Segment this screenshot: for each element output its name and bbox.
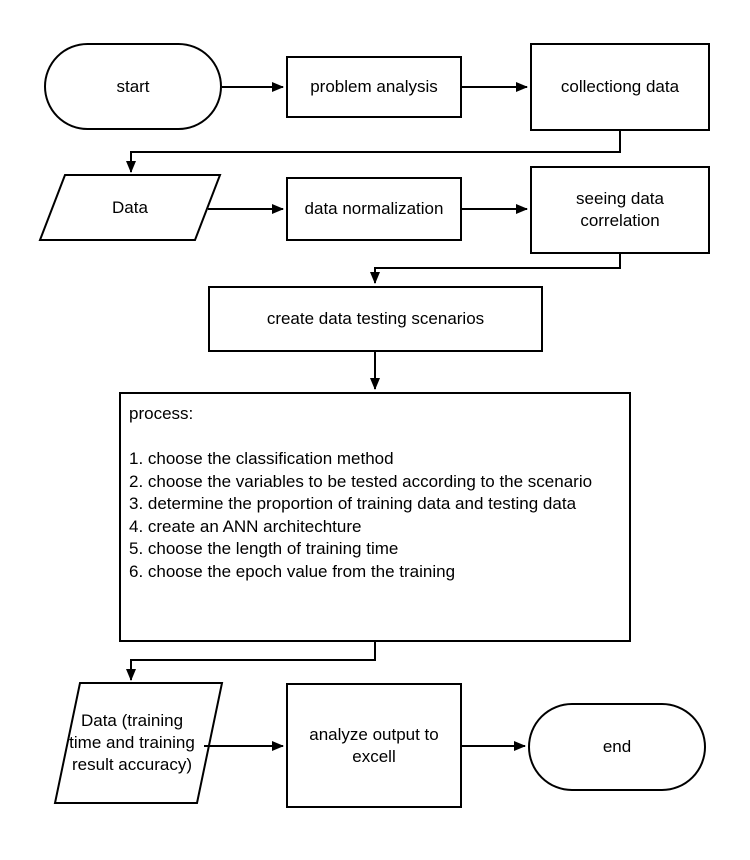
data-input-node: Data — [40, 175, 220, 240]
scenarios-box: create data testing scenarios — [208, 286, 543, 352]
problem-analysis-label: problem analysis — [310, 77, 438, 96]
process-step: 3. determine the proportion of training … — [129, 494, 577, 513]
data-normalization-label: data normalization — [304, 199, 444, 218]
output-data-node: Data (training time and training result … — [62, 683, 202, 803]
scenarios-label: create data testing scenarios — [266, 309, 485, 328]
end-label: end — [602, 737, 632, 756]
start-label: start — [116, 76, 150, 96]
process-step: 6. choose the epoch value from the train… — [129, 561, 456, 581]
arrow-process-to-output-data — [126, 642, 376, 681]
seeing-correlation-box: seeing data correlation — [530, 166, 710, 254]
seeing-correlation-label: seeing data correlation — [576, 189, 664, 230]
start-terminal: start — [44, 43, 222, 130]
arrow-correlation-to-scenarios — [370, 254, 621, 284]
end-terminal: end — [528, 703, 706, 791]
process-box: process: 1. choose the classification me… — [119, 392, 631, 642]
analyze-output-box: analyze output to excell — [286, 683, 462, 808]
problem-analysis-box: problem analysis — [286, 56, 462, 118]
process-step: 4. create an ANN architechture — [129, 516, 362, 536]
process-step: 2. choose the variables to be tested acc… — [129, 471, 593, 491]
process-step: 1. choose the classification method — [129, 449, 394, 468]
data-input-label: Data — [112, 197, 148, 217]
process-title: process: — [129, 404, 194, 423]
collecting-data-label: collectiong data — [560, 77, 680, 96]
collecting-data-box: collectiong data — [530, 43, 710, 131]
output-data-label: Data (training time and training result … — [69, 711, 195, 774]
data-normalization-box: data normalization — [286, 177, 462, 241]
arrow-collecting-data-to-data-input — [126, 131, 621, 173]
data-input-shape — [38, 174, 222, 241]
output-data-shape — [53, 682, 224, 804]
process-step: 5. choose the length of training time — [129, 539, 399, 558]
analyze-output-label: analyze output to excell — [309, 724, 439, 766]
